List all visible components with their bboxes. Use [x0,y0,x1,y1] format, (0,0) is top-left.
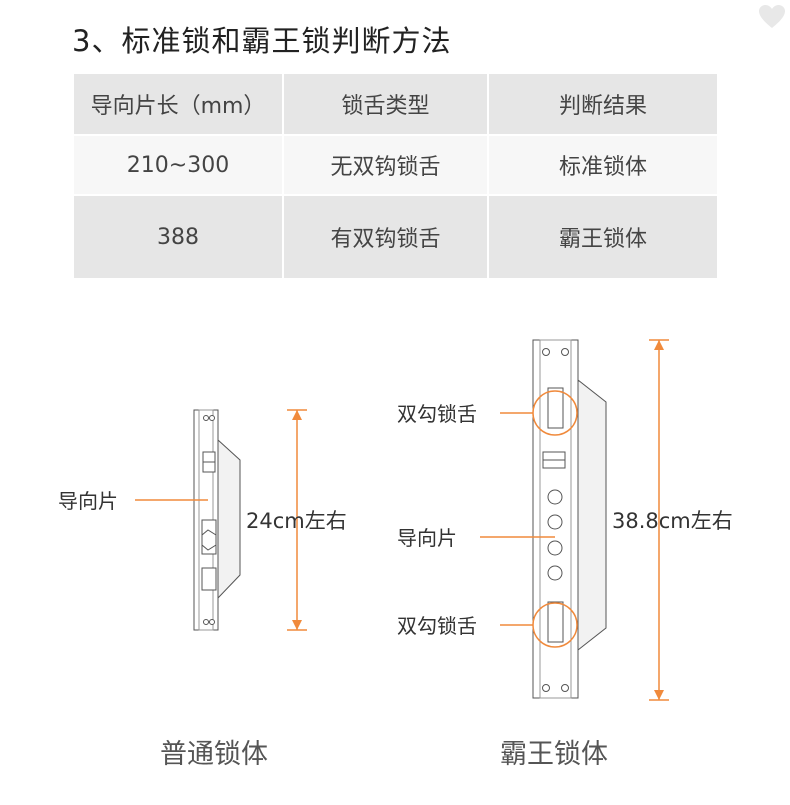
standard-dimension-arrow-bottom [292,620,302,630]
standard-guide-label: 导向片 [58,489,118,513]
page-title: 3、标准锁和霸王锁判断方法 [72,24,452,58]
table-header-row: 导向片长（mm） 锁舌类型 判断结果 [72,72,719,136]
bawang-lock-caption: 霸王锁体 [500,739,608,770]
standard-dimension-arrow-top [292,410,302,420]
header-guide-length: 导向片长（mm） [72,72,284,136]
cell-result: 霸王锁体 [487,194,719,280]
cell-bolt-type: 无双钩锁舌 [282,134,489,196]
comparison-table: 导向片长（mm） 锁舌类型 判断结果 210~300 无双钩锁舌 标准锁体 38… [72,72,719,280]
header-bolt-type: 锁舌类型 [282,72,489,136]
bawang-hook-label-top: 双勾锁舌 [397,402,477,426]
standard-lock-caption: 普通锁体 [160,739,268,770]
cell-result: 标准锁体 [487,134,719,196]
table-row: 210~300 无双钩锁舌 标准锁体 [72,134,719,196]
header-result: 判断结果 [487,72,719,136]
cell-guide-length: 210~300 [72,134,284,196]
standard-lock-illustration [193,409,241,631]
cell-guide-length: 388 [72,194,284,280]
bawang-hook-label-bottom: 双勾锁舌 [397,614,477,638]
bawang-dimension-arrow-bottom [654,690,664,700]
standard-dimension-label: 24cm左右 [246,509,347,533]
bawang-dimension-arrow-top [654,340,664,350]
bawang-lock-illustration [532,339,607,699]
heart-icon[interactable] [758,4,786,30]
table-row: 388 有双钩锁舌 霸王锁体 [72,194,719,280]
bawang-label-pointers [480,412,555,626]
bawang-guide-label: 导向片 [397,526,457,550]
bawang-dimension-label: 38.8cm左右 [612,509,733,533]
cell-bolt-type: 有双钩锁舌 [282,194,489,280]
